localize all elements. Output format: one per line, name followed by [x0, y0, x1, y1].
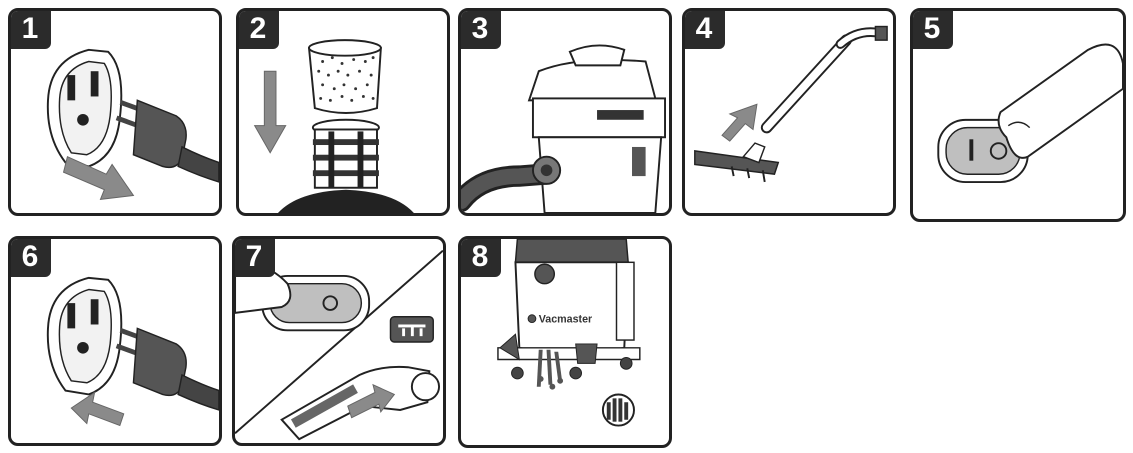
- filter-install-illustration: [253, 39, 414, 213]
- filter-icon: [307, 39, 382, 114]
- step-4-panel: 4: [682, 8, 896, 216]
- drain-cap-icon: [601, 393, 635, 427]
- wall-outlet-icon: [46, 48, 123, 168]
- step-8-panel: 8 Vacmaster: [458, 236, 672, 448]
- step-number-badge: 4: [685, 11, 725, 49]
- plug-icon: [115, 99, 219, 183]
- arrow-icon: [721, 103, 758, 142]
- plug-icon: [115, 327, 219, 411]
- hose-icon: [461, 155, 562, 213]
- power-switch-icon: [235, 264, 371, 332]
- step-6-panel: 6: [8, 236, 222, 446]
- step-2-panel: 2: [236, 8, 450, 216]
- step-7-panel: 7: [232, 236, 446, 446]
- vacuum-icon: Vacmaster: [497, 239, 641, 380]
- hose-attach-illustration: [461, 44, 666, 213]
- vacuum-icon: [527, 44, 666, 213]
- unplug-illustration: [46, 48, 219, 200]
- arrow-icon: [70, 391, 125, 427]
- filter-cage-icon: [277, 118, 414, 213]
- brand-logo: Vacmaster: [539, 314, 592, 326]
- blower-port-icon: [389, 315, 434, 343]
- extension-wand-icon: [760, 25, 888, 134]
- step-1-panel: 1: [8, 8, 222, 216]
- arrow-icon: [347, 383, 396, 419]
- finger-icon: [997, 43, 1123, 159]
- step-number-badge: 3: [461, 11, 501, 49]
- water-stream-icon: [536, 349, 564, 390]
- arrow-icon: [62, 155, 135, 200]
- drain-tank-illustration: Vacmaster: [497, 239, 641, 427]
- step-number-badge: 2: [239, 11, 279, 49]
- step-number-badge: 5: [913, 11, 953, 49]
- step-number-badge: 1: [11, 11, 51, 49]
- floor-nozzle-icon: [694, 142, 780, 183]
- switch-on-illustration: [937, 43, 1123, 184]
- wall-outlet-icon: [46, 276, 123, 396]
- panel-divider: [235, 249, 443, 435]
- step-3-panel: 3: [458, 8, 672, 216]
- switch-and-blower-illustration: [235, 249, 443, 441]
- plug-in-illustration: [46, 276, 219, 427]
- step-number-badge: 8: [461, 239, 501, 277]
- step-number-badge: 7: [235, 239, 275, 277]
- arrow-down-icon: [253, 70, 287, 154]
- step-5-panel: 5: [910, 8, 1126, 222]
- accessory-attach-illustration: [694, 25, 888, 183]
- step-number-badge: 6: [11, 239, 51, 277]
